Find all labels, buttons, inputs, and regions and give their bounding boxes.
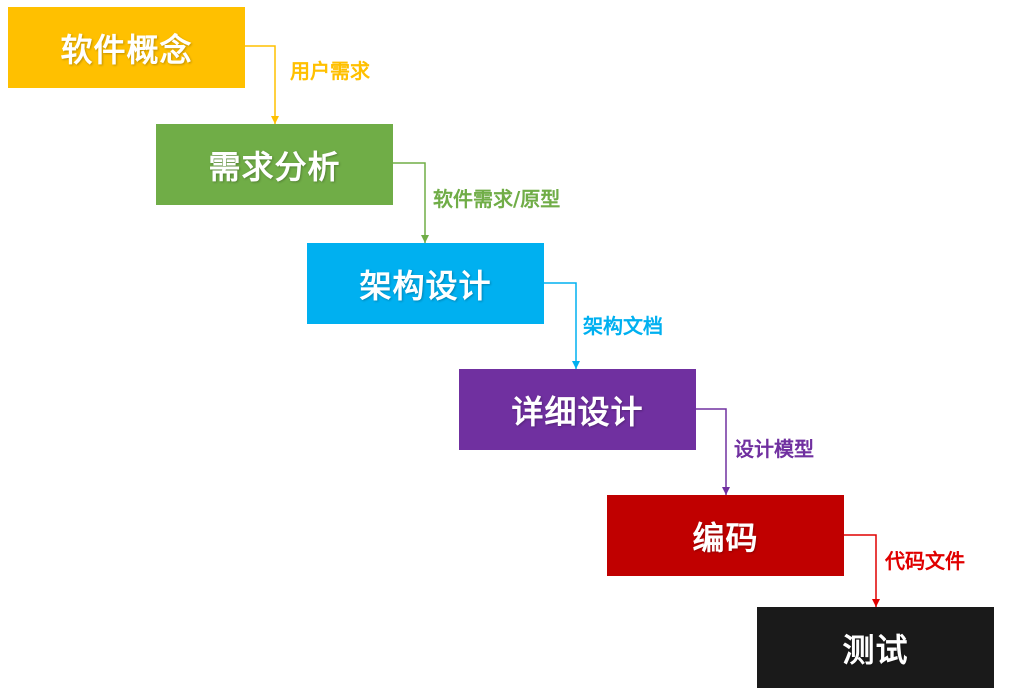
arrowhead-icon bbox=[271, 116, 279, 124]
stage-detailed-design: 详细设计 bbox=[459, 369, 696, 450]
arrowhead-icon bbox=[572, 361, 580, 369]
stage-software-concept: 软件概念 bbox=[8, 7, 245, 88]
artifact-user-requirements: 用户需求 bbox=[290, 59, 370, 83]
connector-line bbox=[844, 534, 877, 607]
connector-line bbox=[393, 162, 426, 243]
artifact-design-model: 设计模型 bbox=[734, 437, 814, 461]
arrowhead-icon bbox=[872, 599, 880, 607]
stage-testing: 测试 bbox=[757, 607, 994, 688]
arrowhead-icon bbox=[722, 487, 730, 495]
artifact-software-requirements: 软件需求/原型 bbox=[433, 187, 561, 211]
stage-architecture-design: 架构设计 bbox=[307, 243, 544, 324]
stage-requirements-analysis: 需求分析 bbox=[156, 124, 393, 205]
artifact-code-files: 代码文件 bbox=[885, 549, 965, 573]
artifact-architecture-doc: 架构文档 bbox=[583, 314, 663, 338]
stage-coding: 编码 bbox=[607, 495, 844, 576]
arrowhead-icon bbox=[421, 235, 429, 243]
connector-line bbox=[544, 282, 577, 369]
connector-line bbox=[245, 45, 276, 124]
connector-line bbox=[696, 408, 727, 495]
